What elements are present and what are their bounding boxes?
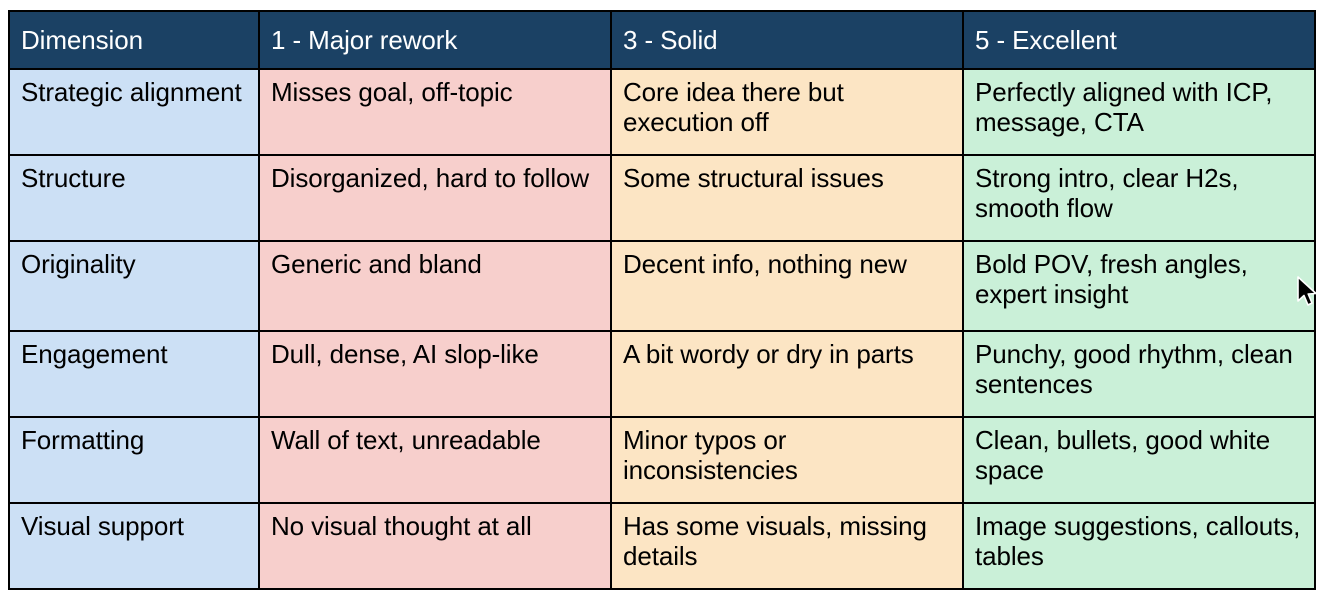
column-header-dimension: Dimension [8,10,260,70]
table-header: Dimension 1 - Major rework 3 - Solid 5 -… [8,10,1316,70]
table-row: Engagement Dull, dense, AI slop-like A b… [8,330,1316,418]
cell-major-rework: Dull, dense, AI slop-like [258,330,612,418]
column-header-solid: 3 - Solid [610,10,964,70]
cell-major-rework: Disorganized, hard to follow [258,154,612,242]
table-row: Originality Generic and bland Decent inf… [8,240,1316,332]
cell-excellent: Strong intro, clear H2s, smooth flow [962,154,1316,242]
cell-solid: Has some visuals, missing details [610,502,964,590]
header-row: Dimension 1 - Major rework 3 - Solid 5 -… [8,10,1316,70]
cell-solid: Minor typos or inconsistencies [610,416,964,504]
table-body: Strategic alignment Misses goal, off-top… [8,68,1316,590]
rubric-table: Dimension 1 - Major rework 3 - Solid 5 -… [8,10,1316,590]
cell-excellent: Perfectly aligned with ICP, message, CTA [962,68,1316,156]
cell-dimension: Strategic alignment [8,68,260,156]
cell-solid: Decent info, nothing new [610,240,964,332]
column-header-excellent: 5 - Excellent [962,10,1316,70]
cell-major-rework: Generic and bland [258,240,612,332]
cell-solid: Core idea there but execution off [610,68,964,156]
cell-major-rework: Wall of text, unreadable [258,416,612,504]
cell-dimension: Visual support [8,502,260,590]
cell-excellent: Punchy, good rhythm, clean sentences [962,330,1316,418]
cell-dimension: Formatting [8,416,260,504]
cell-solid: A bit wordy or dry in parts [610,330,964,418]
column-header-major-rework: 1 - Major rework [258,10,612,70]
table-row: Visual support No visual thought at all … [8,502,1316,590]
cell-dimension: Structure [8,154,260,242]
cell-excellent: Bold POV, fresh angles, expert insight [962,240,1316,332]
cell-major-rework: Misses goal, off-topic [258,68,612,156]
cell-dimension: Engagement [8,330,260,418]
cell-solid: Some structural issues [610,154,964,242]
table-row: Strategic alignment Misses goal, off-top… [8,68,1316,156]
cell-dimension: Originality [8,240,260,332]
cell-excellent: Image suggestions, callouts, tables [962,502,1316,590]
cell-major-rework: No visual thought at all [258,502,612,590]
table-row: Structure Disorganized, hard to follow S… [8,154,1316,242]
cell-excellent: Clean, bullets, good white space [962,416,1316,504]
table-row: Formatting Wall of text, unreadable Mino… [8,416,1316,504]
